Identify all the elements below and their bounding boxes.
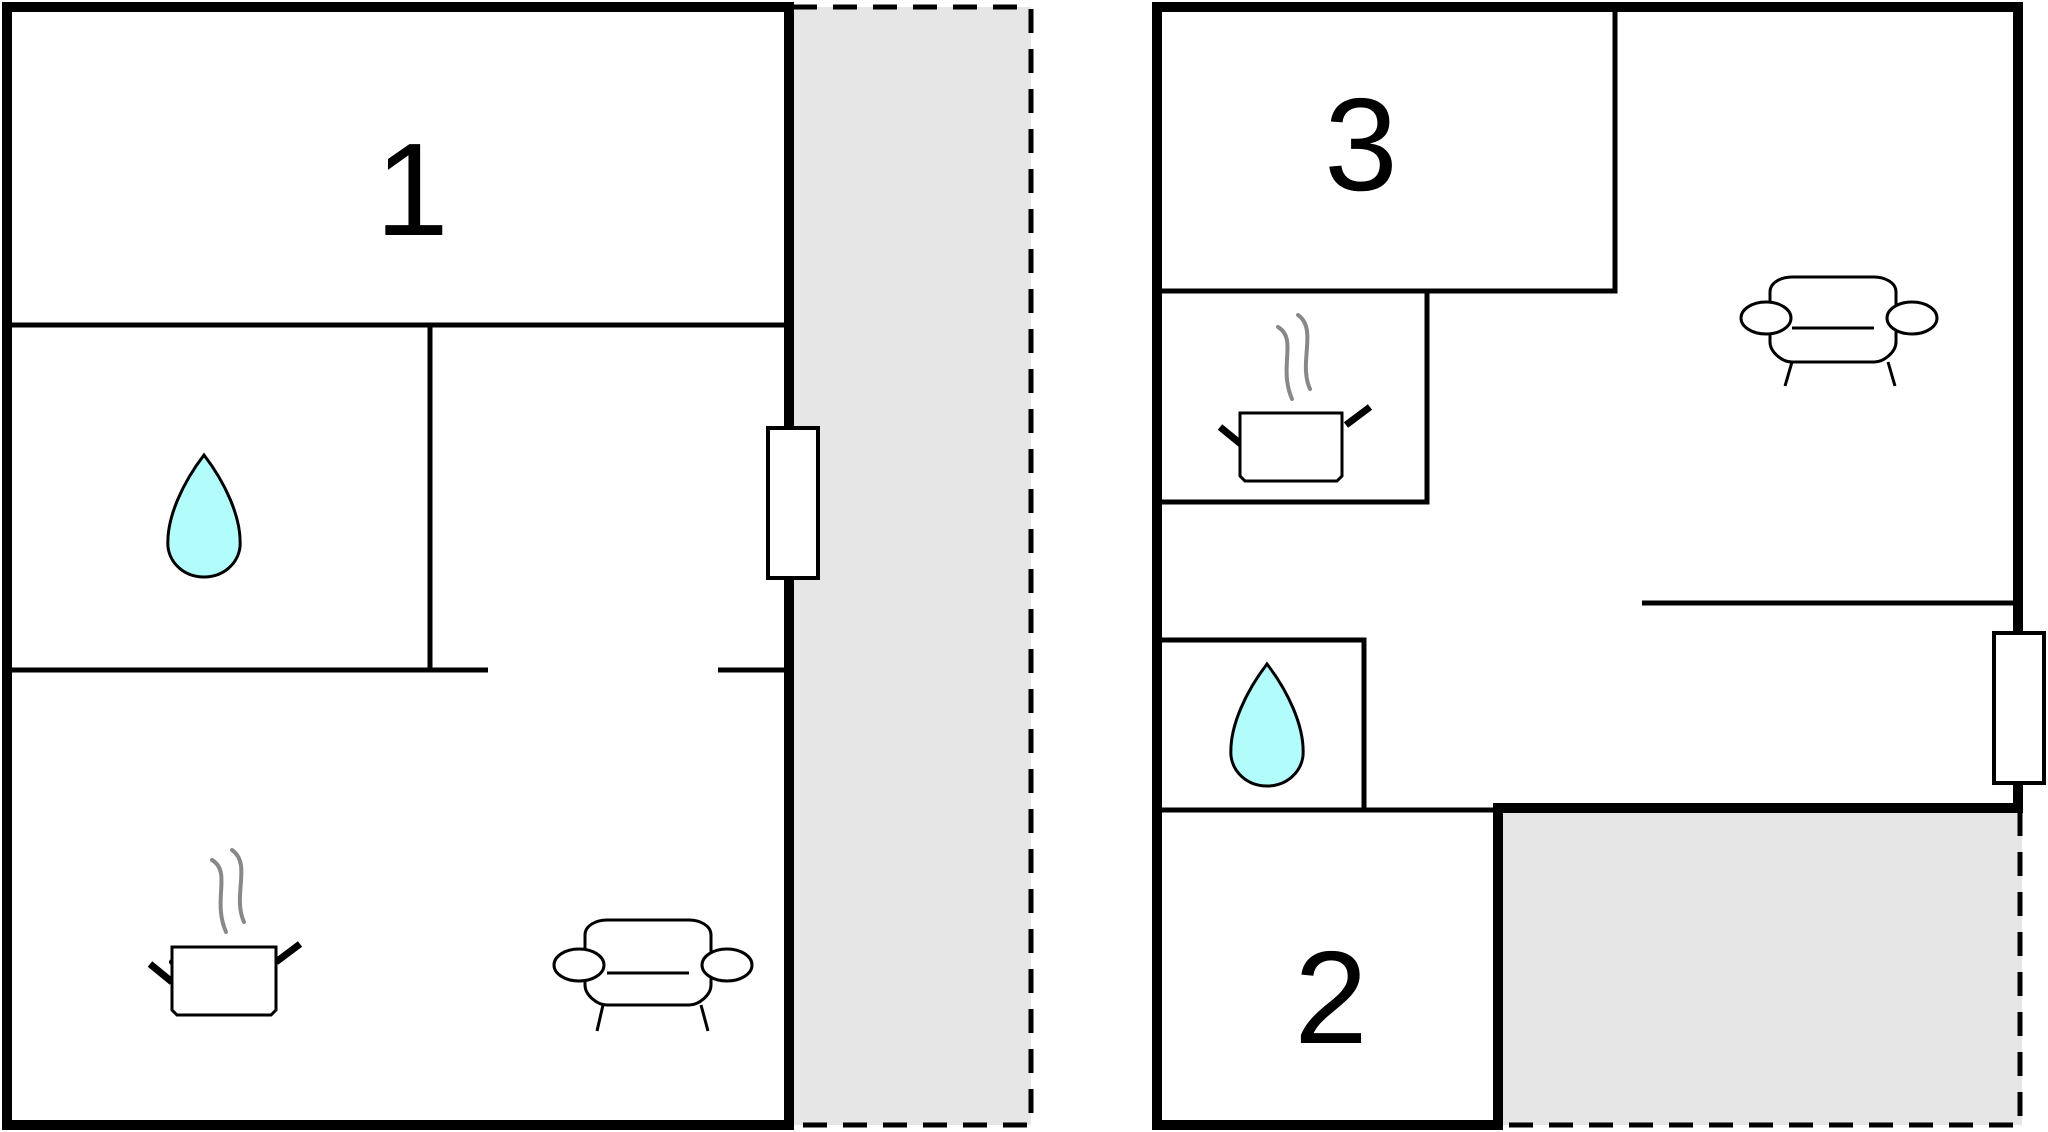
kitchen-wall (1157, 291, 1430, 505)
right-terrace (1502, 812, 2022, 1125)
left-floor-plan: 1 (2, 2, 1034, 1130)
cooking-pot-icon (147, 848, 303, 1017)
room-number-3: 3 (1324, 71, 1397, 218)
cooking-pot-icon (1217, 313, 1373, 483)
water-drop-icon (166, 452, 242, 579)
room-3-wall (1157, 7, 1618, 294)
sofa-icon (552, 918, 754, 1032)
bathroom-wall (1157, 637, 1367, 810)
room-number-1: 1 (375, 116, 448, 263)
room-number-2: 2 (1294, 924, 1367, 1071)
sofa-icon (1739, 275, 1939, 387)
water-drop-icon (1229, 661, 1305, 788)
window-icon (1992, 631, 2046, 785)
left-terrace (793, 7, 1031, 1125)
right-terrace-border (1502, 812, 2023, 1128)
right-floor-plan: 3 2 (1152, 2, 2046, 1130)
window-icon (766, 426, 820, 580)
